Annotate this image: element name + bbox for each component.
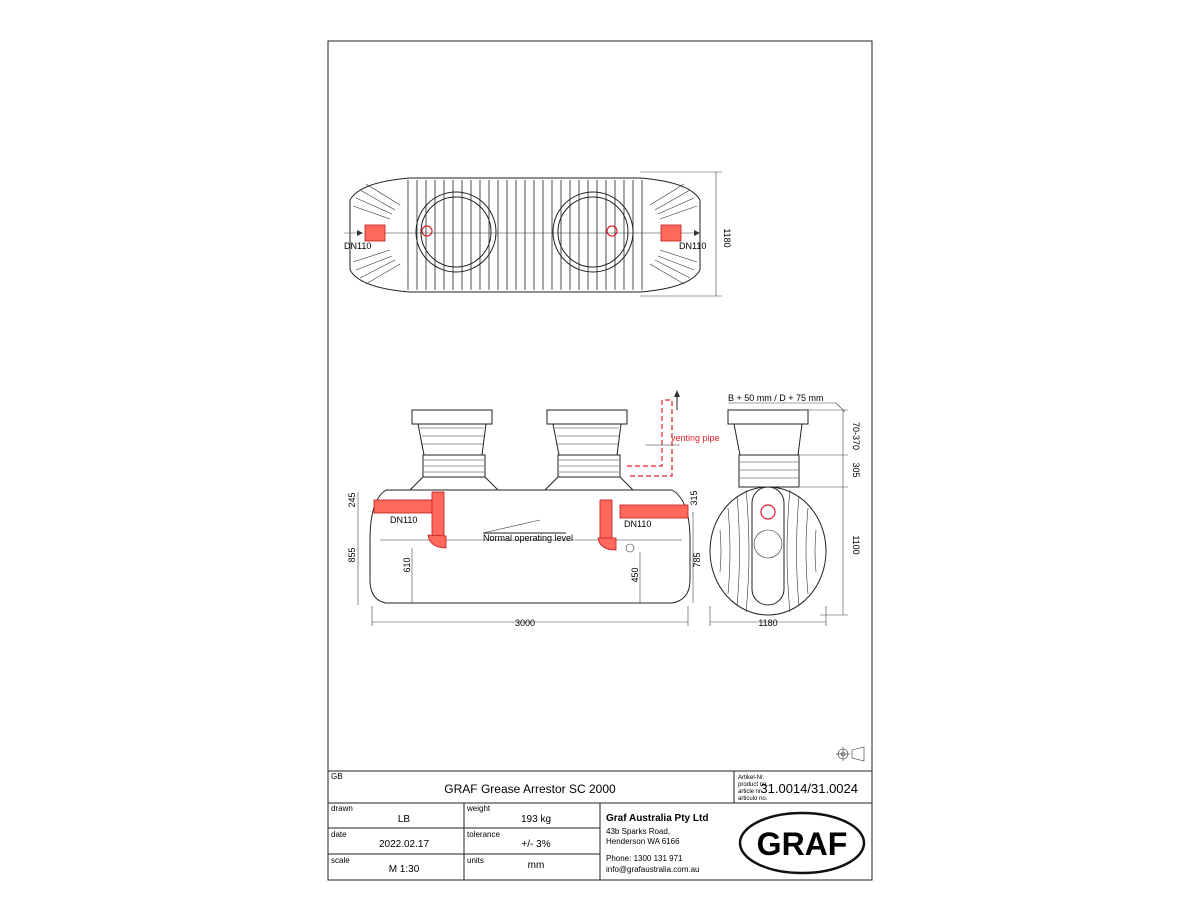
end-riser-shaft xyxy=(738,454,800,488)
tolerance-value: +/- 3% xyxy=(521,839,550,850)
dim-1180-end: 1180 xyxy=(758,618,777,628)
top-view: DN110 DN110 1180 xyxy=(344,171,732,297)
article-label-2: product no. xyxy=(738,782,768,788)
end-fins-left xyxy=(352,183,401,285)
manhole-2-inner xyxy=(557,196,629,268)
date-value: 2022.02.17 xyxy=(379,839,429,850)
company-name: Graf Australia Pty Ltd xyxy=(606,813,708,824)
end-cover xyxy=(727,409,809,425)
units-label: units xyxy=(467,856,484,865)
inlet-label-top: DN110 xyxy=(344,241,371,251)
dim-70-370: 70-370 xyxy=(851,422,861,450)
manhole-2-outer xyxy=(552,191,634,273)
outlet-pipe-side xyxy=(619,504,689,519)
outlet-elbow xyxy=(597,537,617,551)
normal-level-label: Normal operating level xyxy=(483,533,573,543)
inlet-pipe-top-marker xyxy=(421,225,433,237)
venting-pipe xyxy=(627,399,673,477)
riser-2 xyxy=(543,409,635,491)
inlet-label-side: DN110 xyxy=(390,515,417,525)
phone: Phone: 1300 131 971 xyxy=(606,854,683,863)
graf-logo-text: GRAF xyxy=(757,826,848,862)
outlet-fitting xyxy=(625,543,635,553)
dim-305: 305 xyxy=(851,462,861,477)
drawing-title: GRAF Grease Arrestor SC 2000 xyxy=(444,782,616,796)
tolerance-label: tolerance xyxy=(467,830,500,839)
drawn-value: LB xyxy=(398,814,411,825)
graf-logo xyxy=(738,811,866,875)
weight-label: weight xyxy=(466,804,491,813)
tank-outline-top xyxy=(349,177,701,293)
scale-value: M 1:30 xyxy=(389,864,420,875)
weight-value: 193 kg xyxy=(521,814,551,825)
venting-pipe-label: venting pipe xyxy=(671,433,720,443)
end-view: B + 50 mm / D + 75 mm 70-370 305 1100 11… xyxy=(709,393,861,628)
outlet-pipe-top-marker xyxy=(606,225,618,237)
end-fins-right xyxy=(649,183,698,285)
venting-arrowhead xyxy=(674,390,680,397)
dim-3000: 3000 xyxy=(515,618,535,628)
cover-note: B + 50 mm / D + 75 mm xyxy=(728,393,824,403)
address-line-2: Henderson WA 6166 xyxy=(606,837,680,846)
end-riser-cone xyxy=(733,423,803,456)
manhole-1-outer xyxy=(415,191,497,273)
dim-450: 450 xyxy=(630,567,640,582)
scale-label: scale xyxy=(331,856,350,865)
lang-code: GB xyxy=(331,772,343,781)
outlet-label-top: DN110 xyxy=(679,241,706,251)
dim-785: 785 xyxy=(692,552,702,567)
dim-610: 610 xyxy=(402,557,412,572)
end-lower-opening xyxy=(753,529,783,559)
side-view: venting pipe DN110 DN110 Normal operatin… xyxy=(347,390,720,628)
drawn-label: drawn xyxy=(331,804,353,813)
sheet-frame xyxy=(327,40,873,881)
inlet-pipe-top xyxy=(364,224,386,242)
dim-top-width: 1180 xyxy=(722,228,732,247)
title-block: GB GRAF Grease Arrestor SC 2000 Artikel-… xyxy=(328,770,872,880)
article-number: 31.0014/31.0024 xyxy=(760,781,858,796)
outlet-pipe-top xyxy=(660,224,682,242)
address-line-1: 43b Sparks Road, xyxy=(606,827,670,836)
dim-245: 245 xyxy=(347,492,357,507)
dim-315: 315 xyxy=(689,490,699,505)
outlet-arrowhead xyxy=(694,230,700,236)
tank-outline-end xyxy=(709,486,827,616)
outlet-label-side: DN110 xyxy=(624,519,651,529)
projection-symbol-icon xyxy=(836,746,865,762)
inlet-elbow xyxy=(427,534,447,549)
riser-1 xyxy=(408,409,500,491)
end-ribs xyxy=(719,489,817,613)
email: info@grafaustralia.com.au xyxy=(606,865,700,874)
manhole-1-inner xyxy=(420,196,492,268)
article-label-3: article nr. xyxy=(738,789,763,795)
end-pipe-opening xyxy=(760,504,776,520)
article-label-4: articulo no. xyxy=(738,796,768,802)
inlet-arrowhead xyxy=(357,230,363,236)
date-label: date xyxy=(331,830,347,839)
dim-855: 855 xyxy=(347,547,357,562)
outlet-riser-pipe xyxy=(599,499,613,541)
tank-ribs-top xyxy=(407,180,643,290)
dim-1100: 1100 xyxy=(851,535,861,554)
units-value: mm xyxy=(528,860,545,871)
inlet-riser-pipe xyxy=(431,491,445,537)
normal-level-arrow xyxy=(482,519,541,534)
article-label-1: Artikel-Nr. xyxy=(738,775,765,781)
